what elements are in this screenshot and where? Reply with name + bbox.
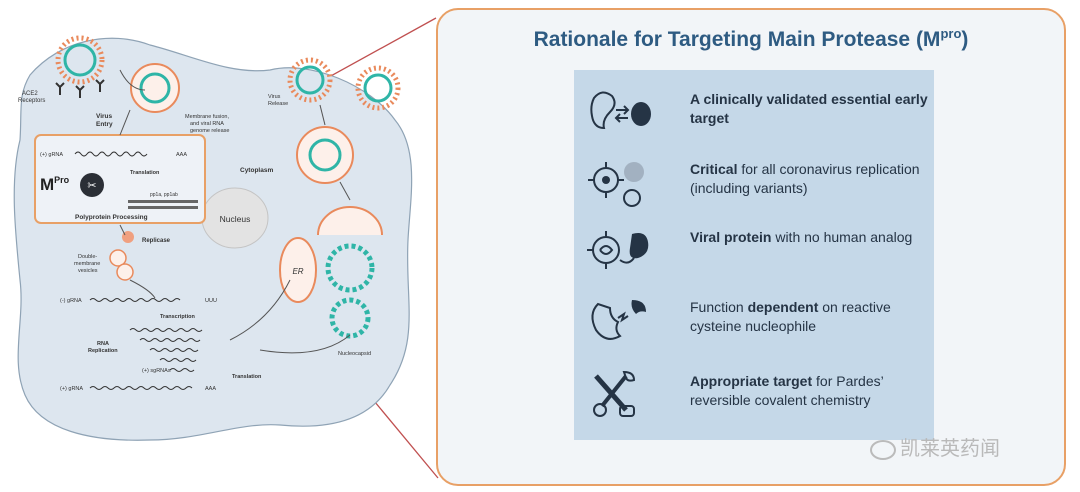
dmv-1: [109, 249, 127, 267]
ace2-receptors: [55, 79, 105, 98]
nucleocapsid: [329, 297, 371, 339]
mpro-label: MPro: [40, 175, 70, 194]
process-arrows: [119, 69, 351, 354]
rationale-list: A clinically validated essential early t…: [574, 70, 934, 440]
rationale-text-dependent: Function dependent on reactive cysteine …: [690, 299, 891, 334]
exocytic-vesicle: [296, 126, 354, 184]
rationale-text-viral-protein: Viral protein with no human analog: [690, 229, 913, 245]
gRNA-minus-strand: [89, 298, 181, 302]
incoming-virus: [55, 35, 105, 85]
rationale-item-viral-protein: Viral protein with no human analog: [574, 218, 934, 284]
dmv-2: [116, 263, 134, 281]
transcription-label: Transcription: [160, 314, 195, 320]
watermark: 凯莱英药闻: [870, 432, 1000, 461]
rationale-item-critical: Critical for all coronavirus replication…: [574, 150, 934, 216]
sgRNA-strands: [129, 328, 203, 372]
gRNA-plus2-label: (+) gRNA: [60, 386, 83, 392]
rationale-text-appropriate: Appropriate target for Pardes’ reversibl…: [690, 373, 884, 408]
rationale-item-validated: A clinically validated essential early t…: [574, 80, 934, 146]
rationale-text-critical: Critical for all coronavirus replication…: [690, 161, 920, 196]
rationale-panel: Rationale for Targeting Main Protease (M…: [436, 8, 1066, 486]
nucleocapsid-label: Nucleocapsid: [338, 351, 371, 357]
virus-cluster-icon: [588, 162, 644, 207]
aaa-label: AAA: [176, 152, 187, 158]
released-virus-2: [355, 65, 401, 111]
svg-text:✂: ✂: [87, 179, 96, 192]
polyprotein-bar-1: [128, 200, 198, 203]
er-label: ER: [292, 267, 303, 276]
tools-icon: [593, 370, 636, 417]
budding-virion: [317, 206, 383, 293]
viral-protein-icon: [587, 231, 649, 269]
organ-pill-icon: [590, 91, 651, 130]
translation-label: Translation: [130, 170, 160, 176]
endoplasmic-reticulum: [279, 237, 317, 303]
polyprotein-bar-2: [128, 206, 198, 209]
gRNA-minus-label: (-) gRNA: [60, 298, 82, 304]
aaa2-label: AAA: [205, 386, 216, 392]
gRNA-plus-label: (+) gRNA: [40, 152, 63, 158]
endosome-virus: [130, 63, 180, 113]
sgRNAs-label: (+) sgRNAs: [142, 368, 171, 374]
gRNA-strand: [74, 151, 148, 157]
released-virus-1: [287, 57, 333, 103]
translation2-label: Translation: [232, 374, 262, 380]
pp-label: pp1a, pp1ab: [150, 192, 178, 198]
protein-cleavage-icon: [591, 300, 646, 340]
nucleus-label: Nucleus: [220, 214, 251, 224]
panel-title: Rationale for Targeting Main Protease (M…: [533, 26, 969, 51]
rationale-item-appropriate: Appropriate target for Pardes’ reversibl…: [574, 362, 934, 428]
scissors-icon: [80, 173, 104, 197]
rationale-text-validated: A clinically validated essential early t…: [690, 91, 928, 126]
cytoplasm-label: Cytoplasm: [240, 167, 273, 174]
rationale-item-dependent: Function dependent on reactive cysteine …: [574, 288, 934, 354]
wechat-icon: [870, 439, 896, 460]
replicase-label: Replicase: [142, 238, 171, 244]
polyprotein-label: Polyprotein Processing: [75, 214, 148, 221]
uuu-label: UUU: [205, 298, 217, 304]
gRNA-plus2-strand: [89, 386, 193, 390]
